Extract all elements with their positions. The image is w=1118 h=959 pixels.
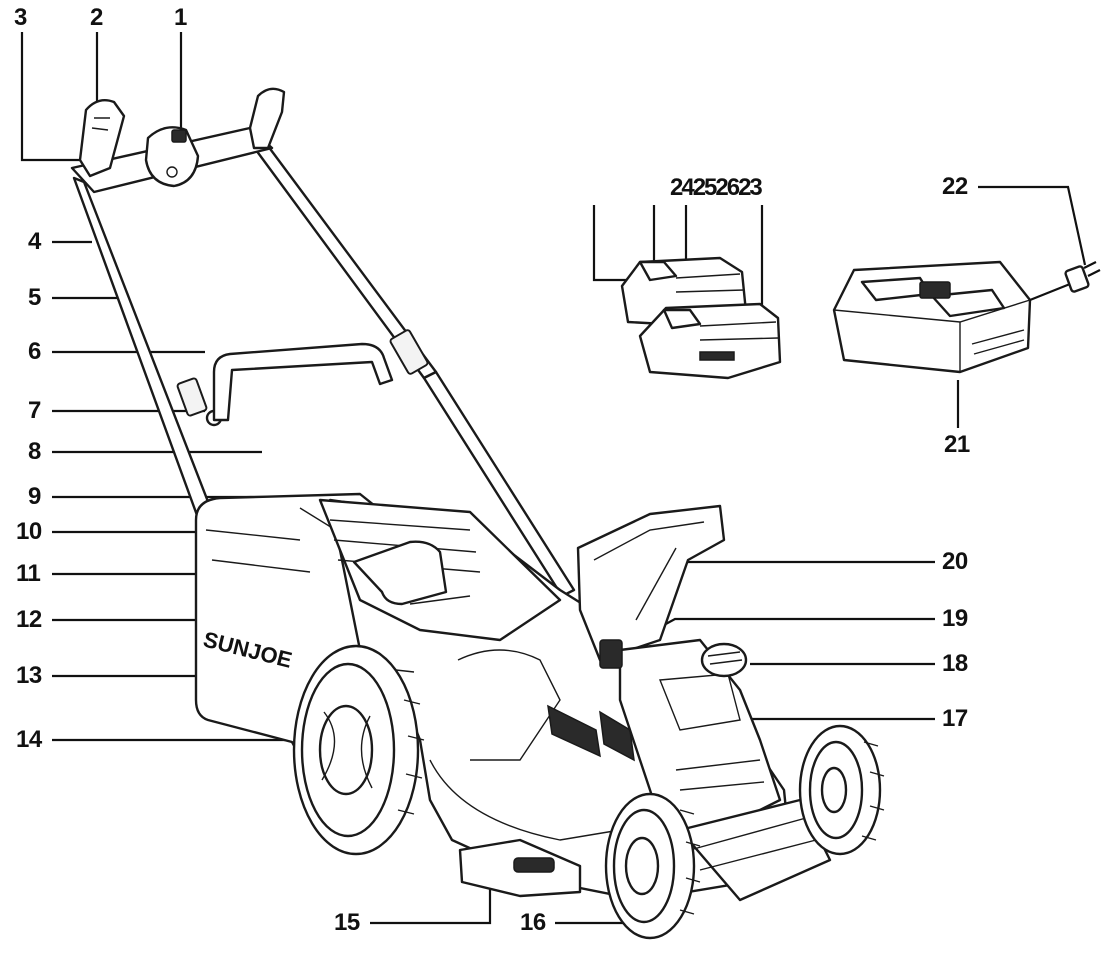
label-6: 6 (28, 338, 41, 365)
label-22: 22 (942, 173, 968, 200)
label-2: 2 (90, 4, 103, 31)
label-9: 9 (28, 483, 41, 510)
label-19: 19 (942, 605, 968, 632)
rear-wheel (292, 644, 425, 856)
label-3: 3 (14, 4, 27, 31)
label-7: 7 (28, 397, 41, 424)
front-left-wheel (604, 792, 701, 940)
label-5: 5 (28, 284, 41, 311)
label-12: 12 (16, 606, 42, 633)
label-13: 13 (16, 662, 42, 689)
label-1: 1 (174, 4, 187, 31)
label-10: 10 (16, 518, 42, 545)
label-8: 8 (28, 438, 41, 465)
label-11: 11 (16, 560, 41, 587)
charger (832, 260, 1101, 374)
front-right-wheel (798, 724, 885, 856)
battery-lower (638, 302, 782, 380)
label-battery-group: 24252623 (670, 174, 763, 201)
label-17: 17 (942, 705, 968, 732)
label-14: 14 (16, 726, 42, 753)
label-21: 21 (944, 431, 970, 458)
label-16: 16 (520, 909, 546, 936)
label-18: 18 (942, 650, 968, 677)
battery-housing (576, 504, 832, 902)
label-15: 15 (334, 909, 360, 936)
label-20: 20 (942, 548, 968, 575)
label-4: 4 (28, 228, 41, 255)
